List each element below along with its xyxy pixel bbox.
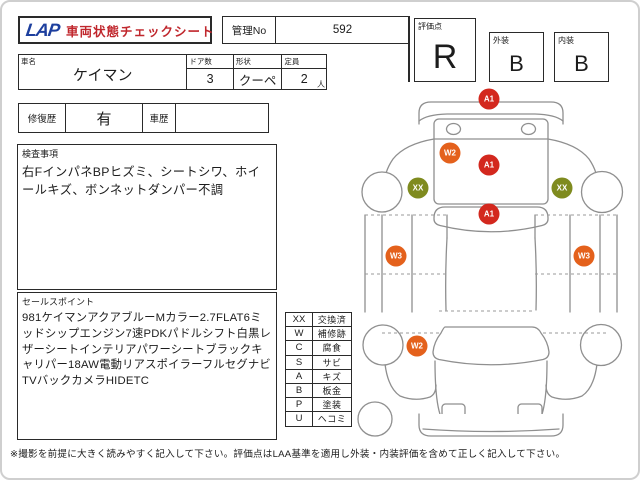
car-history-label: 車歴 [143,104,176,132]
legend-meaning: キズ [312,368,352,384]
repair-history-value: 有 [66,104,143,132]
section-divider-line [408,16,410,82]
legend-code: P [285,397,313,413]
inspection-box: 検査事項 右FインパネBPヒズミ、シートシワ、ホイールキズ、ボンネットダンパー不… [17,144,277,290]
shape-value: クーペ [238,73,277,88]
sales-points-label: セールスポイント [22,297,95,307]
car-outline-drawing [357,101,624,437]
legend-code: A [285,368,313,384]
legend-meaning: サビ [312,354,352,370]
legend-code: B [285,382,313,399]
vehicle-name-value: ケイマン [72,67,133,84]
overall-rating-box: 評価点 R [414,18,476,82]
footer-note: ※撮影を前提に大きく読みやすく記入して下さい。評価点はLAA基準を適用し外装・内… [10,449,566,460]
vehicle-name-label: 車名 [21,57,36,66]
exterior-rating-label: 外装 [493,36,509,45]
header-logo-box: LAP 車両状態チェックシート [18,16,215,44]
vehicle-name-cell: 車名 ケイマン [19,55,188,89]
overall-rating-value: R [432,37,458,76]
sheet-title: 車両状態チェックシート [66,24,215,39]
exterior-rating-box: 外装 B [489,32,544,82]
legend-meaning: 交換済 [312,311,352,328]
interior-rating-box: 内装 B [554,32,609,82]
legend-meaning: 塗装 [312,397,352,413]
exterior-rating-value: B [509,50,524,76]
damage-marker-right-door: W3 [573,245,595,267]
overall-rating-label: 評価点 [418,22,442,31]
repair-history-table: 修復歴 有 車歴 [18,103,269,133]
damage-marker-right-front-wheel: XX [551,177,573,199]
vehicle-info-table: 車名 ケイマン ドア数 3 形状 クーペ 定員 2 人 [18,54,327,90]
manage-no-box: 管理No 592 [222,16,410,44]
doors-cell: ドア数 3 [187,55,234,89]
capacity-number: 2 [300,72,308,86]
lap-logo: LAP [24,19,61,40]
damage-marker-windshield-cowl: A1 [478,203,500,225]
capacity-label: 定員 [282,55,326,69]
manage-no-value: 592 [332,24,353,36]
doors-value: 3 [206,72,214,86]
legend-code: W [285,326,313,342]
capacity-cell: 定員 2 人 [282,55,326,89]
damage-marker-hood-center: A1 [478,154,500,176]
interior-rating-label: 内装 [558,36,574,45]
car-history-value [176,104,268,132]
damage-marker-hood-left-edge: W2 [439,142,461,164]
legend-code: U [285,411,313,427]
interior-rating-value: B [574,50,589,76]
legend-meaning: 補修跡 [312,326,352,342]
damage-marker-left-front-wheel: XX [407,177,429,199]
damage-marker-left-door: W3 [385,245,407,267]
sales-points-text: 981ケイマンアクアブルーMカラー2.7FLAT6ミッドシップエンジン7速PDK… [22,312,272,388]
legend-code: S [285,354,313,370]
inspection-label: 検査事項 [22,149,59,159]
legend-meaning: 板金 [312,382,352,399]
damage-marker-front-bumper: A1 [478,88,500,110]
repair-history-label: 修復歴 [19,104,66,132]
doors-label: ドア数 [187,55,233,69]
legend-meaning: 腐食 [312,340,352,356]
damage-marker-left-rear-wheel-arch: W2 [406,335,428,357]
legend-code: C [285,340,313,356]
capacity-value: 2 人 [282,69,326,89]
inspection-text: 右FインパネBPヒズミ、シートシワ、ホイールキズ、ボンネットダンパー不調 [22,165,261,197]
capacity-unit: 人 [316,80,325,89]
manage-no-label: 管理No [223,17,276,43]
legend-meaning: ヘコミ [312,411,352,427]
shape-label: 形状 [233,55,282,69]
legend-code: XX [285,311,313,328]
sales-points-box: セールスポイント 981ケイマンアクアブルーMカラー2.7FLAT6ミッドシップ… [17,292,277,440]
shape-cell: 形状 クーペ [233,55,283,89]
